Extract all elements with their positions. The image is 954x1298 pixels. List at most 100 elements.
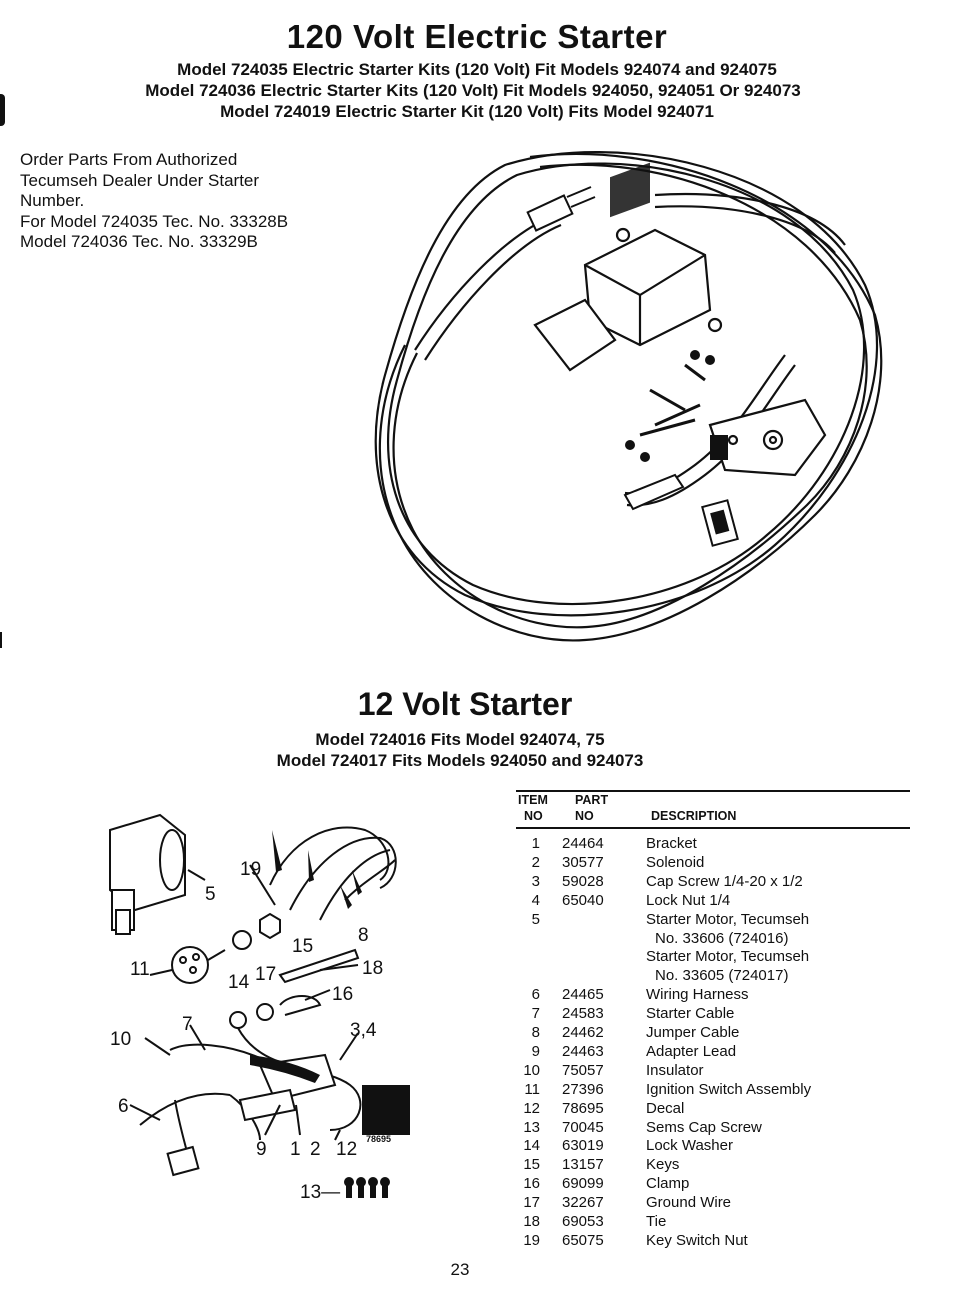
item-number: 1	[531, 835, 540, 852]
part-description: Lock Nut 1/4	[646, 891, 731, 909]
order-note-line: Tecumseh Dealer Under Starter	[20, 170, 260, 190]
header-description: DESCRIPTION	[651, 809, 737, 823]
subtitle-line-1: Model 724035 Electric Starter Kits (120 …	[177, 60, 777, 79]
header-item: ITEM	[518, 793, 548, 807]
part-description: Insulator	[646, 1061, 704, 1079]
part-description: Jumper Cable	[646, 1024, 740, 1041]
item-number: 5	[531, 910, 540, 928]
order-note-line: Number.	[20, 191, 85, 210]
part-description: Wiring Harness	[646, 986, 749, 1004]
part-number: 59028	[562, 872, 604, 890]
callout-5: 5	[205, 884, 216, 905]
electric-starter-illustration	[374, 151, 883, 642]
part-description: Bracket	[646, 835, 697, 852]
item-number: 17	[523, 1194, 540, 1212]
twelve-volt-starter-diagram: 19 5 8 15 11 14 17 18 16 10 7 3,4 6 9 1 …	[109, 813, 410, 1203]
callout-16: 16	[332, 984, 353, 1005]
part-description: Clamp	[646, 1175, 690, 1193]
item-number: 16	[523, 1175, 540, 1193]
table-header-rule	[516, 827, 910, 829]
part-number: 63019	[562, 1137, 604, 1155]
callout-13: 13—	[300, 1182, 340, 1203]
item-number: 6	[531, 986, 540, 1004]
part-number: 24462	[562, 1024, 604, 1041]
part-description: Starter Motor, Tecumseh	[646, 948, 810, 966]
callout-11: 11	[130, 959, 150, 980]
part-number: 75057	[562, 1061, 604, 1079]
table-top-rule	[516, 790, 910, 792]
item-number: 8	[531, 1024, 540, 1041]
callout-9: 9	[256, 1139, 267, 1160]
item-number: 19	[523, 1231, 540, 1249]
callout-10: 10	[110, 1029, 131, 1050]
callout-2: 2	[310, 1139, 321, 1160]
item-number: 15	[523, 1156, 540, 1174]
part-number: 78695	[562, 1099, 604, 1117]
item-number: 13	[523, 1118, 540, 1136]
part-number: 69053	[562, 1213, 604, 1230]
part-number: 24463	[562, 1042, 604, 1060]
item-number: 14	[523, 1137, 540, 1155]
callout-17: 17	[255, 964, 276, 985]
callout-18: 18	[362, 958, 383, 979]
order-note-line: Model 724036 Tec. No. 33329B	[20, 232, 258, 251]
subtitle-line-3: Model 724019 Electric Starter Kit (120 V…	[220, 102, 714, 121]
margin-mark	[0, 94, 5, 126]
margin-mark	[0, 632, 2, 648]
item-number: 2	[531, 853, 540, 871]
order-note: Order Parts From Authorized Tecumseh Dea…	[20, 150, 288, 253]
part-number: 32267	[562, 1194, 604, 1212]
item-number: 3	[531, 872, 540, 890]
table-row: 1 24464 Bracket	[516, 835, 910, 854]
part-number: 27396	[562, 1080, 604, 1098]
part-description: Tie	[646, 1213, 667, 1230]
part-description: Ignition Switch Assembly	[646, 1080, 812, 1098]
part-description: Starter Motor, Tecumseh	[646, 910, 810, 928]
table-row: No. 33606 (724016)	[516, 930, 910, 949]
item-number: 18	[523, 1213, 540, 1230]
callout-3-4: 3,4	[350, 1020, 377, 1041]
table-row: 18 69053 Tie	[516, 1213, 910, 1232]
table-row: 8 24462 Jumper Cable	[516, 1024, 910, 1043]
table-row: Starter Motor, Tecumseh	[516, 948, 910, 967]
part-description: Cap Screw 1/4-20 x 1/2	[646, 872, 803, 890]
callout-7: 7	[182, 1014, 193, 1035]
item-number: 11	[524, 1080, 540, 1098]
part-number: 24464	[562, 835, 604, 852]
part-description: Key Switch Nut	[646, 1231, 748, 1249]
part-number: 69099	[562, 1175, 604, 1193]
table-row: No. 33605 (724017)	[516, 967, 910, 986]
subtitle-12v-line-1: Model 724016 Fits Model 924074, 75	[315, 730, 605, 749]
table-row: 16 69099 Clamp	[516, 1175, 910, 1194]
part-number: 13157	[562, 1156, 604, 1174]
callout-6: 6	[118, 1096, 129, 1117]
header-item-no: NO	[524, 809, 543, 823]
header-part: PART	[575, 793, 609, 807]
callout-14: 14	[228, 972, 250, 993]
decal-number: 78695	[366, 1134, 391, 1144]
table-row: 3 59028 Cap Screw 1/4-20 x 1/2	[516, 873, 910, 892]
page-number: 23	[450, 1260, 470, 1279]
subtitle-line-2: Model 724036 Electric Starter Kits (120 …	[145, 81, 801, 100]
callout-1: 1	[290, 1139, 301, 1160]
part-description: Lock Washer	[646, 1137, 733, 1155]
part-number: 24583	[562, 1005, 604, 1023]
table-row: 11 27396 Ignition Switch Assembly	[516, 1081, 910, 1100]
item-number: 9	[531, 1042, 540, 1060]
part-number: 30577	[562, 853, 604, 871]
item-number: 12	[523, 1099, 540, 1117]
order-note-line: For Model 724035 Tec. No. 33328B	[20, 211, 289, 231]
part-number: 70045	[562, 1118, 604, 1136]
callout-12: 12	[336, 1139, 357, 1160]
table-row: 5 Starter Motor, Tecumseh	[516, 911, 910, 930]
callout-15: 15	[292, 936, 313, 957]
